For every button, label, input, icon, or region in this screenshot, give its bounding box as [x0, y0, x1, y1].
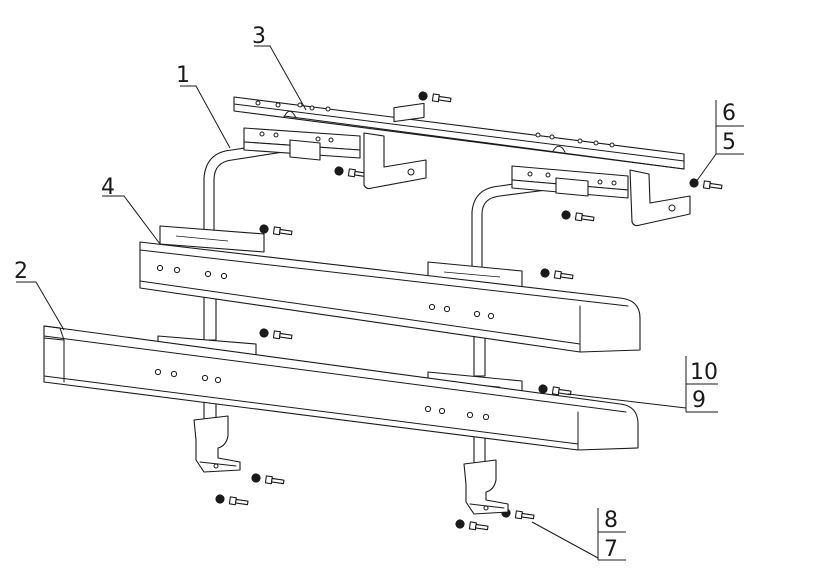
nut-icon: [418, 91, 428, 101]
nut-icon: [259, 224, 269, 234]
callout-4: 4: [101, 175, 115, 200]
bolt-shank-icon: [709, 182, 723, 190]
leader-lines: [16, 45, 744, 561]
nut-bolt-pair: [334, 166, 368, 178]
nut-bolt-pair: [251, 473, 285, 485]
callout-10: 10: [690, 360, 718, 385]
nut-icon: [540, 268, 550, 278]
bolt-shank-icon: [521, 512, 535, 520]
bolt-head-icon: [264, 475, 273, 485]
callout-6: 6: [722, 101, 736, 126]
callout-1: 1: [176, 63, 190, 88]
nut-bolt-pair: [540, 268, 574, 280]
right-hanger-bracket: [629, 169, 691, 227]
callout-2: 2: [14, 259, 28, 284]
nut-icon: [215, 494, 225, 504]
left-hanger-bracket: [363, 102, 427, 190]
bolt-head-icon: [347, 168, 356, 178]
nut-bolt-pair: [418, 91, 452, 103]
bolt-shank-icon: [560, 272, 574, 280]
callout-7: 7: [604, 537, 618, 562]
nut-bolt-pair: [561, 210, 595, 222]
bolt-head-icon: [228, 496, 237, 506]
bolt-head-icon: [553, 270, 562, 280]
bolt-head-icon: [551, 386, 560, 396]
bolt-head-icon: [702, 180, 711, 190]
bolt-head-icon: [574, 212, 583, 222]
fastener-group: [215, 91, 723, 531]
nut-bolt-pair: [538, 384, 572, 396]
nut-icon: [561, 210, 571, 220]
upper-step-bar: [139, 225, 641, 353]
nut-icon: [251, 473, 261, 483]
lower-step-bar: [43, 325, 639, 451]
callout-9: 9: [692, 388, 706, 413]
bolt-shank-icon: [235, 498, 249, 506]
bolt-shank-icon: [581, 214, 595, 222]
bolt-shank-icon: [271, 477, 285, 485]
nut-bolt-pair: [259, 328, 293, 340]
nut-icon: [455, 519, 465, 529]
bolt-shank-icon: [475, 523, 489, 531]
nut-icon: [259, 328, 269, 338]
bolt-head-icon: [272, 226, 281, 236]
right-foot-bracket: [463, 459, 509, 515]
nut-bolt-pair: [215, 494, 249, 506]
nut-icon: [538, 384, 548, 394]
callout-5: 5: [722, 130, 736, 155]
bolt-head-icon: [431, 93, 440, 103]
bolt-shank-icon: [279, 332, 293, 340]
nut-bolt-pair: [501, 508, 535, 520]
bolt-shank-icon: [279, 228, 293, 236]
nut-bolt-pair: [455, 519, 489, 531]
callout-8: 8: [604, 508, 618, 533]
nut-icon: [689, 178, 699, 188]
bolt-shank-icon: [558, 388, 572, 396]
nut-bolt-pair: [689, 178, 723, 190]
callout-labels: 1 3 4 2 6 5 10 9 8 7: [14, 24, 736, 562]
bolt-head-icon: [514, 510, 523, 520]
bolt-head-icon: [272, 330, 281, 340]
bolt-head-icon: [468, 521, 477, 531]
nut-icon: [334, 166, 344, 176]
left-foot-bracket: [193, 415, 241, 473]
bolt-shank-icon: [438, 95, 452, 103]
nut-bolt-pair: [259, 224, 293, 236]
mounting-rail: [233, 96, 685, 170]
callout-3: 3: [252, 24, 266, 49]
